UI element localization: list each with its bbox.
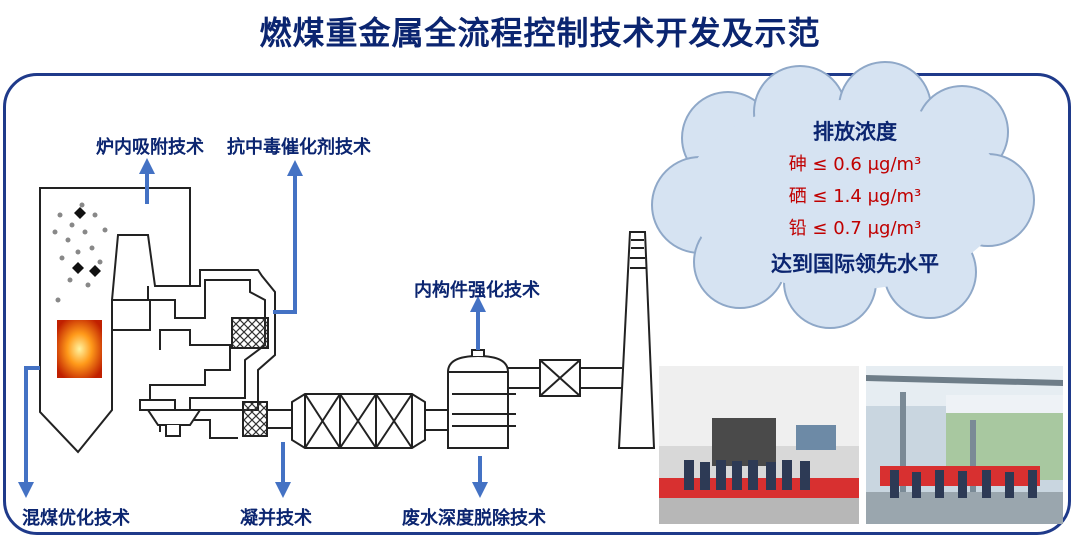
chimney — [617, 231, 656, 449]
agglomeration-unit — [242, 401, 268, 437]
demonstration-photo-2 — [866, 366, 1063, 524]
label-coal-blending: 混煤优化技术 — [22, 508, 130, 529]
demonstration-photo-1 — [659, 366, 859, 524]
adsorbent-particles — [52, 202, 108, 303]
flame-icon — [57, 320, 102, 378]
arrow-catalyst — [273, 160, 303, 314]
label-internal-component: 内构件强化技术 — [414, 280, 540, 301]
content-frame — [3, 73, 1071, 535]
limit-selenium: 硒 ≤ 1.4 μg/m³ — [788, 186, 922, 207]
limit-arsenic: 砷 ≤ 0.6 μg/m³ — [788, 154, 922, 175]
catalyst-bed — [231, 317, 269, 349]
label-anti-poisoning-catalyst: 抗中毒催化剂技术 — [227, 137, 371, 158]
wet-esp — [539, 359, 581, 397]
desulfurization-tower — [447, 349, 516, 449]
limit-lead: 铅 ≤ 0.7 μg/m³ — [788, 218, 922, 239]
emission-cloud — [651, 61, 1035, 329]
emission-conclusion: 达到国际领先水平 — [771, 252, 939, 276]
electrostatic-precipitator — [291, 393, 426, 449]
arrow-coal-blending — [18, 366, 40, 498]
page-title: 燃煤重金属全流程控制技术开发及示范 — [259, 14, 821, 52]
label-furnace-adsorption: 炉内吸附技术 — [96, 137, 204, 158]
label-wastewater: 废水深度脱除技术 — [402, 508, 546, 529]
emission-title: 排放浓度 — [813, 120, 897, 144]
hopper — [146, 409, 202, 437]
label-agglomeration: 凝并技术 — [240, 508, 312, 529]
